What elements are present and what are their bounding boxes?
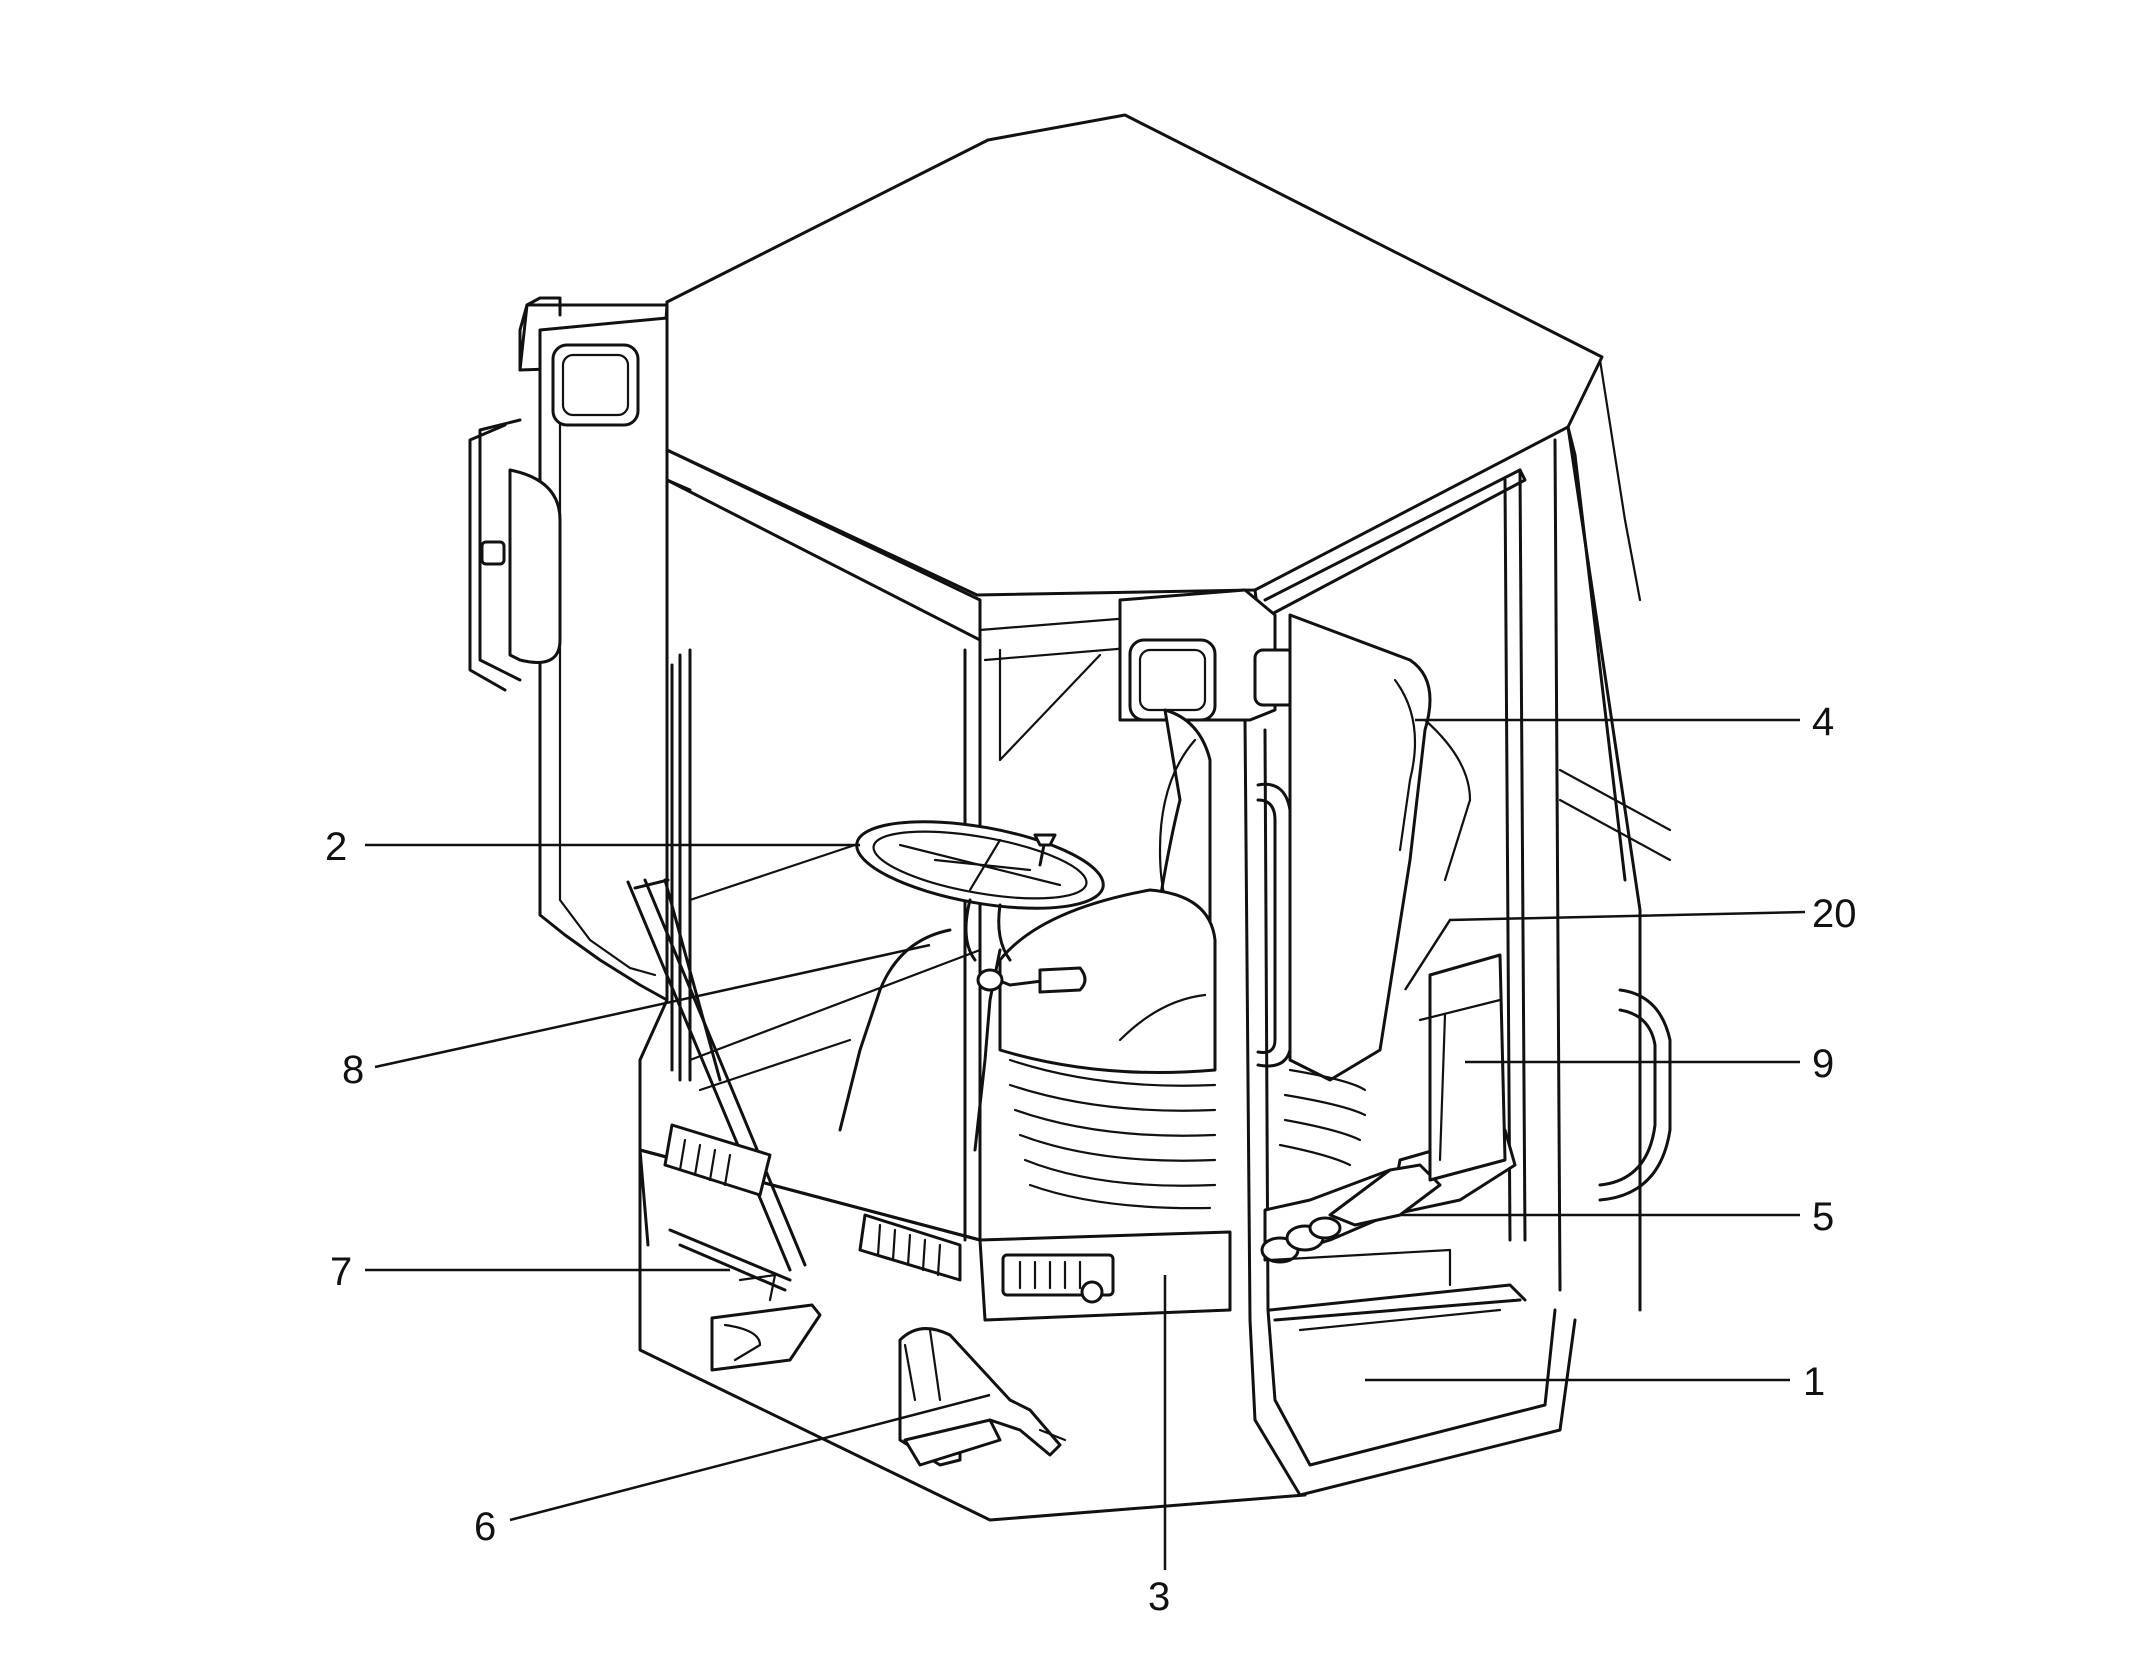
callout-2: 2 <box>325 825 347 869</box>
control-lever <box>976 966 1087 994</box>
left-mirror <box>468 418 562 692</box>
callout-4: 4 <box>1812 700 1834 744</box>
callout-20: 20 <box>1812 892 1857 936</box>
floor-step <box>1268 1283 1527 1332</box>
side-console <box>1260 953 1517 1287</box>
left-work-light <box>551 343 640 427</box>
steering-wheel <box>838 820 1105 1152</box>
center-work-light <box>1118 588 1297 722</box>
callout-8: 8 <box>342 1048 364 1092</box>
dash-vents <box>663 1123 1115 1304</box>
callout-7: 7 <box>330 1250 352 1294</box>
wiper-lever <box>626 878 807 1272</box>
callout-3: 3 <box>1148 1575 1170 1619</box>
leader-20 <box>1403 910 1806 991</box>
callout-5: 5 <box>1812 1195 1834 1239</box>
left-pedal <box>668 1228 822 1372</box>
callout-1: 1 <box>1803 1360 1825 1404</box>
callout-9: 9 <box>1812 1042 1834 1086</box>
callout-labels: 1 2 3 4 5 6 7 8 9 20 <box>325 700 1857 1619</box>
leader-lines <box>365 718 1806 1570</box>
cab-roof <box>665 113 1604 642</box>
leader-8 <box>374 943 931 1069</box>
callout-6: 6 <box>474 1505 496 1549</box>
leader-6 <box>509 1393 991 1522</box>
rear-grab-handle <box>1598 988 1672 1202</box>
operator-seat <box>998 613 1472 1210</box>
left-front-pillar <box>518 296 669 1002</box>
